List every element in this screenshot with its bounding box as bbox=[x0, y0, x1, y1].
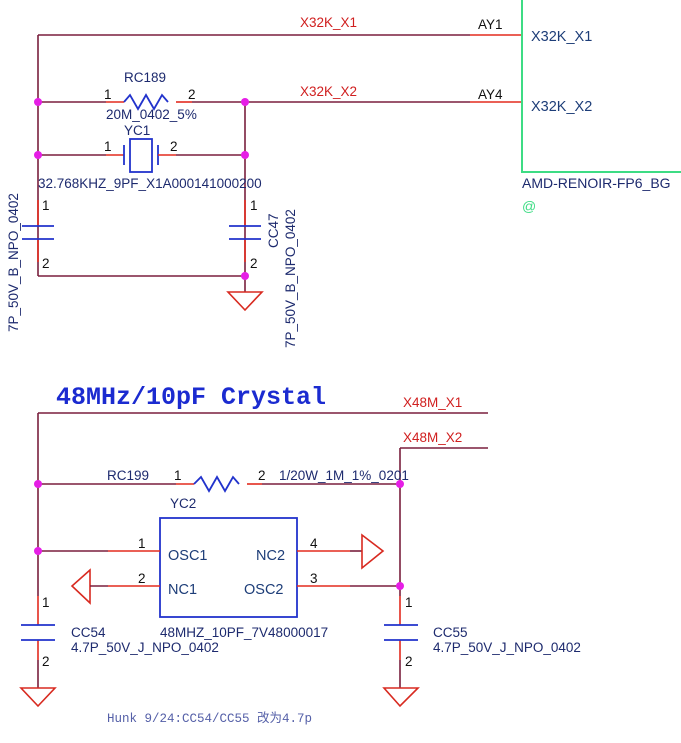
chip-ball-ay1: AY1 bbox=[478, 17, 503, 32]
chip-marker: @ bbox=[522, 198, 536, 214]
rc189-pin2-num: 2 bbox=[188, 87, 196, 102]
yc1-crystal-body bbox=[129, 138, 153, 173]
junction-dot bbox=[34, 98, 42, 106]
chip-amd-renoir: AY1 AY4 X32K_X1 X32K_X2 AMD-RENOIR-FP6_B… bbox=[478, 0, 681, 214]
section-48m: 48MHz/10pF Crystal X48M_X1 X48M_X2 RC199… bbox=[19, 383, 581, 726]
chip-ball-ay4: AY4 bbox=[478, 87, 503, 102]
cap-left-32k-value: 7P_50V_B_NPO_0402 bbox=[6, 193, 21, 332]
rc199-value: 1/20W_1M_1%_0201 bbox=[279, 468, 409, 483]
cc55-ref: CC55 bbox=[433, 625, 468, 640]
rc189-value: 20M_0402_5% bbox=[106, 107, 197, 122]
net-label-x48m-x2: X48M_X2 bbox=[403, 430, 462, 445]
cc47-pin1: 1 bbox=[250, 198, 258, 213]
junction-dot bbox=[241, 151, 249, 159]
chip-pin-name-x32k-x1: X32K_X1 bbox=[531, 29, 592, 45]
cc54-pin1: 1 bbox=[42, 595, 50, 610]
yc1-value: 32.768KHZ_9PF_X1A000141000200 bbox=[38, 176, 262, 191]
cc47-symbol bbox=[229, 225, 261, 240]
cc54-symbol bbox=[21, 624, 55, 641]
net-label-x48m-x1: X48M_X1 bbox=[403, 395, 462, 410]
junction-dot bbox=[34, 480, 42, 488]
yc2-pin-name-nc2: NC2 bbox=[256, 548, 285, 564]
yc2-ref: YC2 bbox=[170, 496, 196, 511]
section-32k: X32K_X1 X32K_X2 RC189 1 2 20M_0402_5% YC… bbox=[6, 15, 522, 348]
yc2-value: 48MHZ_10PF_7V48000017 bbox=[160, 625, 328, 640]
revision-note: Hunk 9/24:CC54/CC55 改为4.7p bbox=[107, 711, 312, 726]
yc2-pin3-num: 3 bbox=[310, 571, 318, 586]
ground-icon bbox=[19, 687, 57, 708]
yc2-pin1-num: 1 bbox=[138, 536, 146, 551]
rc189-pin1-num: 1 bbox=[104, 87, 112, 102]
cc47-pin2: 2 bbox=[250, 256, 258, 271]
net-label-x32k-x1: X32K_X1 bbox=[300, 15, 357, 30]
cap-left-32k-symbol bbox=[22, 225, 54, 240]
junction-dot bbox=[241, 98, 249, 106]
rc199-resistor-symbol bbox=[193, 475, 240, 493]
rc199-ref: RC199 bbox=[107, 468, 149, 483]
chip-outline bbox=[521, 0, 681, 173]
cc54-value: 4.7P_50V_J_NPO_0402 bbox=[71, 640, 219, 655]
junction-dot bbox=[34, 151, 42, 159]
rc189-ref: RC189 bbox=[124, 70, 166, 85]
cc47-ref: CC47 bbox=[266, 213, 281, 248]
yc2-pin-name-nc1: NC1 bbox=[168, 582, 197, 598]
rc199-pin2-num: 2 bbox=[258, 468, 266, 483]
yc2-pin2-num: 2 bbox=[138, 571, 146, 586]
junction-dot bbox=[396, 480, 404, 488]
rc199-pin1-num: 1 bbox=[174, 468, 182, 483]
junction-dot bbox=[34, 547, 42, 555]
rc189-resistor-symbol bbox=[123, 93, 169, 111]
yc1-pin2-num: 2 bbox=[170, 139, 178, 154]
yc2-pin-name-osc1: OSC1 bbox=[168, 548, 208, 564]
cap-left-32k-pin2: 2 bbox=[42, 256, 50, 271]
cc55-pin1: 1 bbox=[405, 595, 413, 610]
ground-icon bbox=[70, 568, 91, 605]
junction-dot bbox=[241, 272, 249, 280]
ground-icon bbox=[226, 291, 264, 312]
cc47-value: 7P_50V_B_NPO_0402 bbox=[283, 209, 298, 348]
cc55-symbol bbox=[384, 624, 418, 641]
chip-pin-name-x32k-x2: X32K_X2 bbox=[531, 99, 592, 115]
junction-dot bbox=[396, 582, 404, 590]
yc2-pin-name-osc2: OSC2 bbox=[244, 582, 284, 598]
yc1-ref: YC1 bbox=[124, 123, 150, 138]
ground-icon bbox=[382, 687, 420, 708]
cc54-ref: CC54 bbox=[71, 625, 106, 640]
cap-left-32k-pin1: 1 bbox=[42, 198, 50, 213]
ground-icon bbox=[361, 533, 385, 570]
section-title-48m: 48MHz/10pF Crystal bbox=[56, 383, 326, 412]
yc2-pin4-num: 4 bbox=[310, 536, 318, 551]
cc55-pin2: 2 bbox=[405, 654, 413, 669]
chip-part-name: AMD-RENOIR-FP6_BG bbox=[522, 175, 671, 191]
net-label-x32k-x2: X32K_X2 bbox=[300, 84, 357, 99]
yc2-crystal-body bbox=[159, 517, 298, 618]
cc54-pin2: 2 bbox=[42, 654, 50, 669]
cc55-value: 4.7P_50V_J_NPO_0402 bbox=[433, 640, 581, 655]
yc1-pin1-num: 1 bbox=[104, 139, 112, 154]
